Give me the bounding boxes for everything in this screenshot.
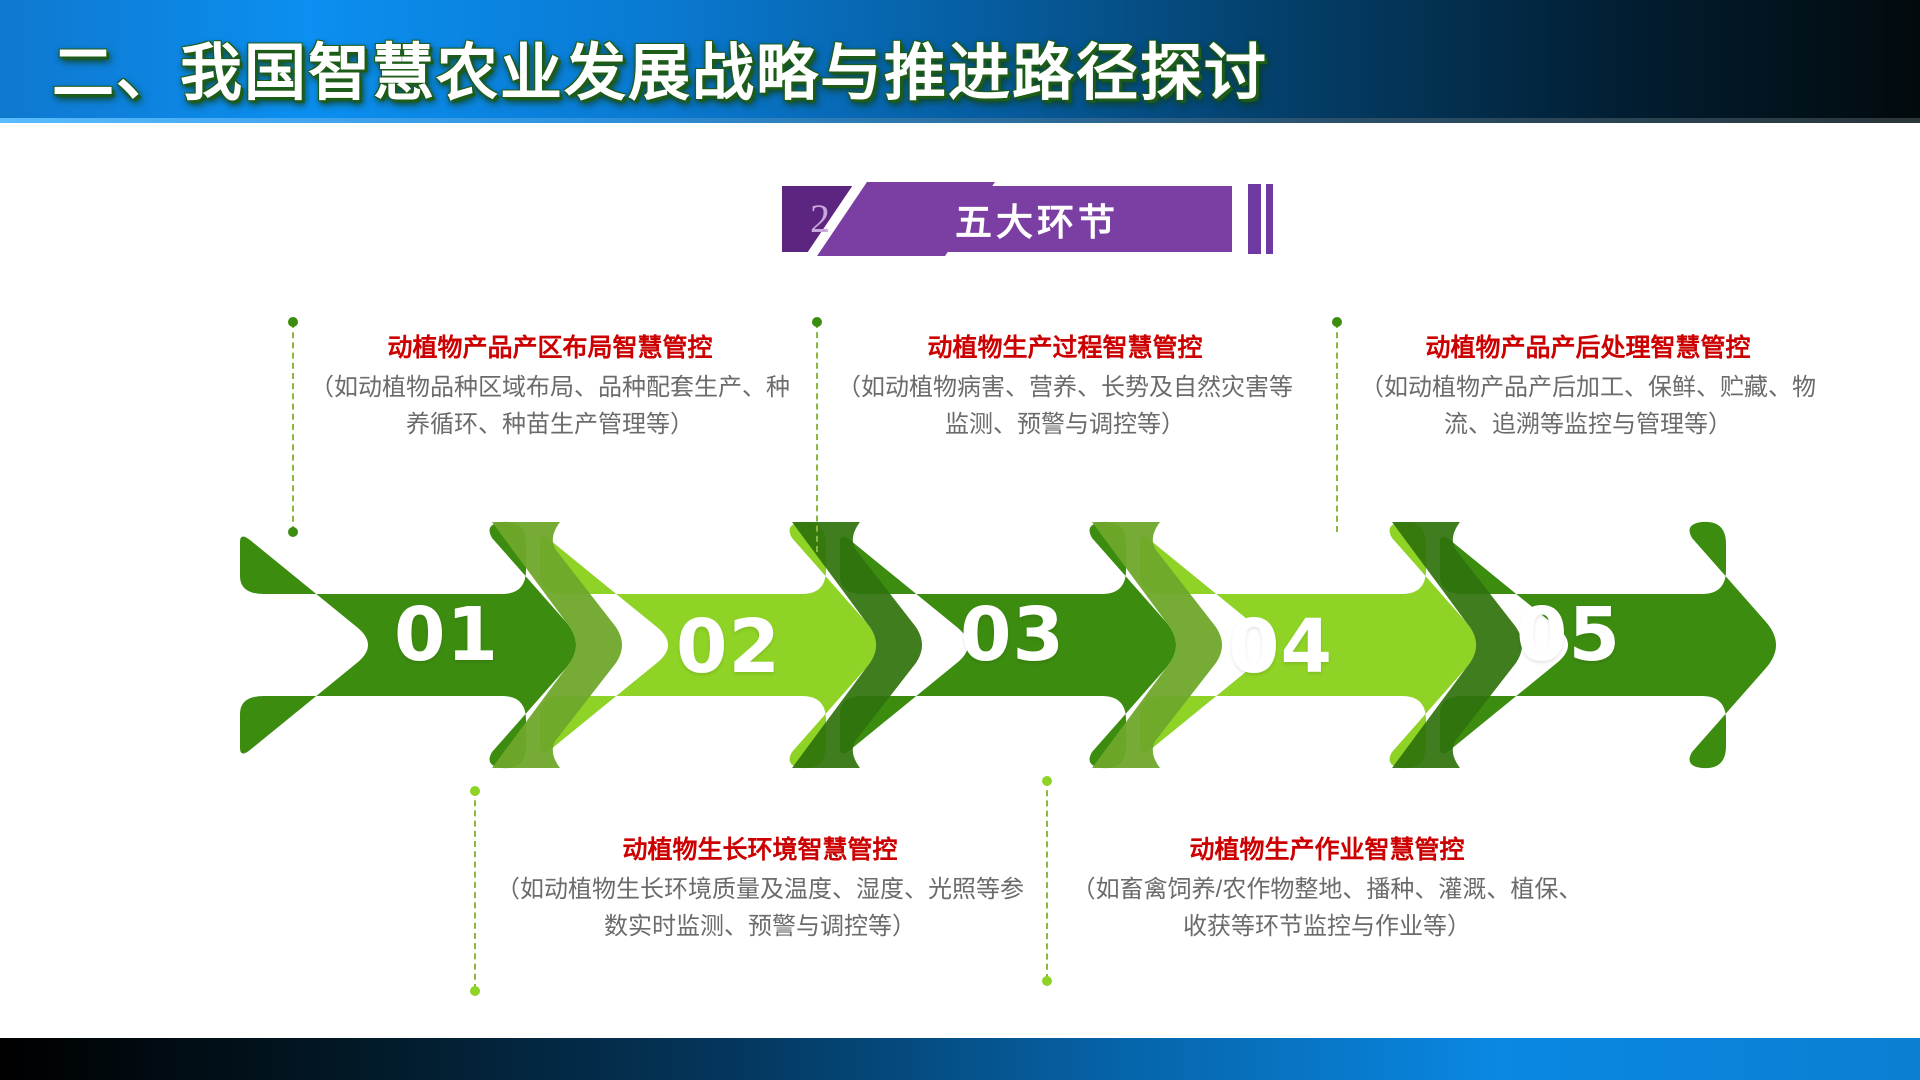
- banner-accent-bar-2: [1266, 184, 1273, 254]
- banner-accent-bar-1: [1248, 184, 1261, 254]
- callout-body: （如动植物病害、营养、长势及自然灾害等监测、预警与调控等）: [837, 374, 1293, 438]
- overlap-wedge-4: [1392, 522, 1522, 768]
- callout-top-3: 动植物产品产后处理智慧管控 （如动植物产品产后加工、保鲜、贮藏、物流、追溯等监控…: [1348, 333, 1828, 443]
- connector-line: [474, 790, 476, 990]
- arrow-number-3: 03: [960, 592, 1065, 678]
- arrow-number-4: 04: [1228, 604, 1333, 690]
- callout-body: （如动植物品种区域布局、品种配套生产、种养循环、种苗生产管理等）: [310, 374, 790, 438]
- arrow-number-2: 02: [676, 604, 781, 690]
- callout-title: 动植物生产作业智慧管控: [1189, 836, 1465, 864]
- connector-line: [816, 322, 818, 552]
- callout-top-2: 动植物生产过程智慧管控 （如动植物病害、营养、长势及自然灾害等监测、预警与调控等…: [830, 333, 1300, 443]
- section-banner: 2 五大环节: [782, 182, 1273, 256]
- connector-dot-top: [1332, 317, 1342, 327]
- connector-line: [292, 322, 294, 532]
- page-title: 二、我国智慧农业发展战略与推进路径探讨: [52, 39, 1269, 108]
- arrow-number-1: 01: [394, 592, 499, 678]
- connector-line: [1046, 780, 1048, 980]
- connector-dot-top: [288, 317, 298, 327]
- connector-dot-bottom: [288, 527, 298, 537]
- arrow-number-5: 05: [1516, 592, 1621, 678]
- callout-title: 动植物生产过程智慧管控: [927, 334, 1203, 362]
- callout-title: 动植物生长环境智慧管控: [622, 836, 898, 864]
- callout-body: （如动植物产品产后加工、保鲜、贮藏、物流、追溯等监控与管理等）: [1360, 374, 1816, 438]
- banner-number: 2: [810, 196, 830, 241]
- header-underline: [0, 118, 1920, 123]
- overlap-wedge-3: [1092, 522, 1222, 768]
- connector-dot-top: [470, 786, 480, 796]
- overlap-wedge-2: [792, 522, 922, 768]
- callout-bottom-1: 动植物生长环境智慧管控 （如动植物生长环境质量及温度、湿度、光照等参数实时监测、…: [490, 835, 1030, 945]
- callout-bottom-2: 动植物生产作业智慧管控 （如畜禽饲养/农作物整地、播种、灌溉、植保、收获等环节监…: [1062, 835, 1592, 945]
- overlap-wedge-1: [492, 522, 622, 768]
- callout-top-1: 动植物产品产区布局智慧管控 （如动植物品种区域布局、品种配套生产、种养循环、种苗…: [300, 333, 800, 443]
- header-bar: [0, 0, 1920, 118]
- connector-dot-top: [812, 317, 822, 327]
- connector-line: [1336, 322, 1338, 532]
- connector-dot-bottom: [470, 986, 480, 996]
- callout-title: 动植物产品产后处理智慧管控: [1425, 334, 1751, 362]
- banner-label: 五大环节: [955, 202, 1119, 243]
- callout-body: （如动植物生长环境质量及温度、湿度、光照等参数实时监测、预警与调控等）: [496, 876, 1024, 940]
- callout-title: 动植物产品产区布局智慧管控: [387, 334, 713, 362]
- callout-body: （如畜禽饲养/农作物整地、播种、灌溉、植保、收获等环节监控与作业等）: [1071, 876, 1583, 940]
- process-arrow-chain: 01 02 03 04 05: [0, 500, 1920, 770]
- footer-bar: [0, 1038, 1920, 1080]
- connector-dot-top: [1042, 776, 1052, 786]
- connector-dot-bottom: [1042, 976, 1052, 986]
